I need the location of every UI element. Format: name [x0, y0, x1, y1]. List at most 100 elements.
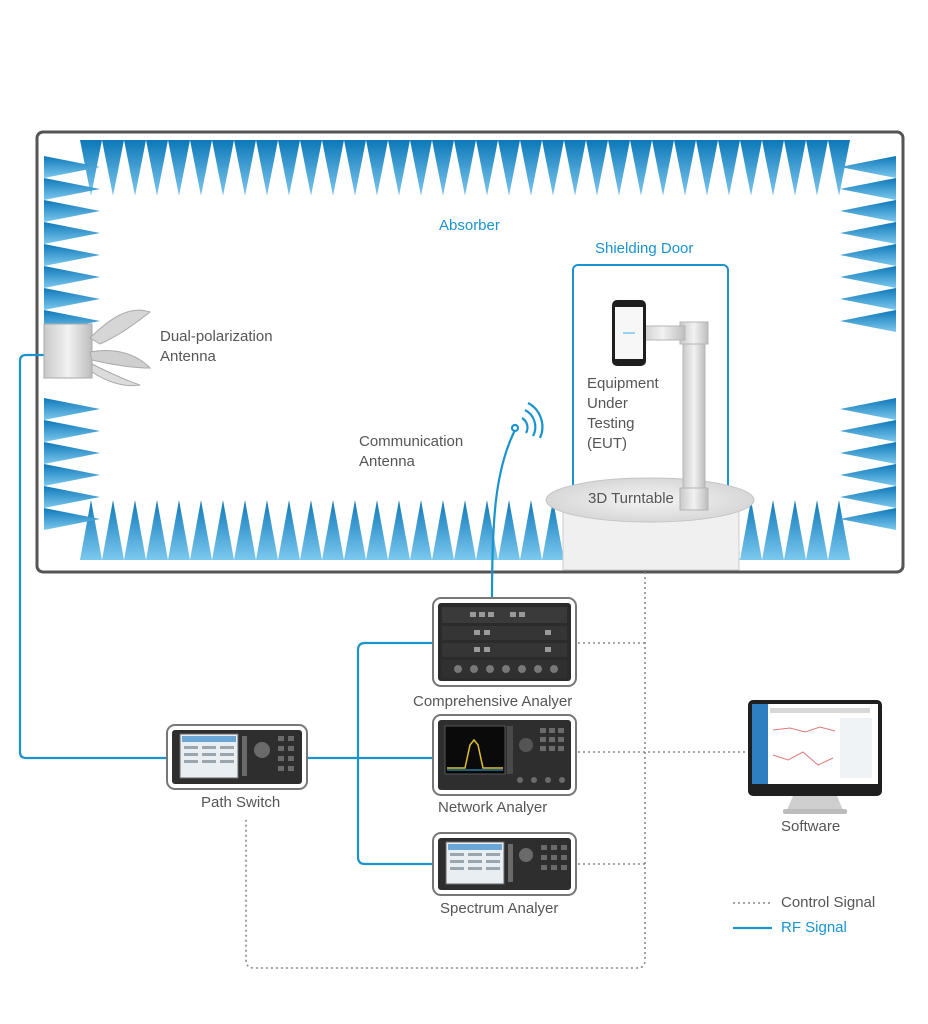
- absorber-spike: [806, 140, 828, 196]
- software-label: Software: [781, 818, 841, 835]
- absorber-spike: [168, 500, 190, 560]
- absorber-spike: [410, 500, 432, 560]
- absorber-spike: [828, 140, 850, 196]
- turntable-label: 3D Turntable: [588, 490, 674, 507]
- smartphone-icon: [612, 300, 646, 366]
- absorber-spike: [146, 500, 168, 560]
- absorber-spike: [322, 500, 344, 560]
- absorber-spike: [784, 500, 806, 560]
- absorber-spike: [674, 140, 696, 196]
- absorber-spike: [124, 500, 146, 560]
- network-analyzer-label: Network Analyer: [438, 799, 548, 816]
- absorber-spike: [608, 140, 630, 196]
- dual-antenna-label: Dual-polarization Antenna: [160, 328, 273, 365]
- absorber-spike: [454, 500, 476, 560]
- absorber-spike: [256, 500, 278, 560]
- comm-antenna-label: Communication Antenna: [359, 433, 464, 470]
- dual-polarization-horn-icon: [43, 309, 152, 387]
- absorber-left: [44, 156, 100, 530]
- spectrum-analyzer[interactable]: [432, 832, 577, 896]
- absorber-spike: [344, 140, 366, 196]
- legend: [733, 902, 772, 930]
- rf-line-comm-antenna: [490, 429, 516, 601]
- absorber-spike: [44, 464, 100, 486]
- network-analyzer[interactable]: [432, 714, 577, 796]
- absorber-spike: [784, 140, 806, 196]
- absorber-spike: [586, 140, 608, 196]
- absorber-spike: [234, 500, 256, 560]
- path-switch[interactable]: [166, 724, 308, 790]
- absorber-spike: [840, 310, 896, 332]
- turntable-arm: [639, 321, 709, 511]
- absorber-spike: [498, 500, 520, 560]
- spectrum-analyzer-label: Spectrum Analyer: [440, 900, 559, 917]
- absorber-spike: [762, 500, 784, 560]
- absorber-spike: [498, 140, 520, 196]
- absorber-spike: [190, 500, 212, 560]
- absorber-spike: [454, 140, 476, 196]
- absorber-spike: [278, 500, 300, 560]
- absorber-spike: [840, 266, 896, 288]
- absorber-spike: [102, 140, 124, 196]
- wireless-signal-icon: [510, 402, 544, 439]
- legend-rf-label: RF Signal: [781, 919, 847, 936]
- absorber-spike: [828, 500, 850, 560]
- absorber-spike: [102, 500, 124, 560]
- absorber-spike: [80, 500, 102, 560]
- absorber-spike: [44, 420, 100, 442]
- absorber-spike: [124, 140, 146, 196]
- absorber-spike: [840, 442, 896, 464]
- absorber-spike: [322, 140, 344, 196]
- absorber-spike: [840, 200, 896, 222]
- absorber-spike: [44, 156, 100, 178]
- absorber-spike: [840, 288, 896, 310]
- absorber-spike: [44, 222, 100, 244]
- absorber-spike: [840, 156, 896, 178]
- absorber-spike: [840, 420, 896, 442]
- absorber-spike: [44, 398, 100, 420]
- comprehensive-analyzer-label: Comprehensive Analyer: [413, 693, 573, 710]
- absorber-spike: [344, 500, 366, 560]
- absorber-spike: [520, 500, 542, 560]
- absorber-spike: [432, 500, 454, 560]
- absorber-spike: [520, 140, 542, 196]
- absorber-spike: [840, 398, 896, 420]
- absorber-spike: [630, 140, 652, 196]
- absorber-spike: [168, 140, 190, 196]
- absorber-spike: [806, 500, 828, 560]
- absorber-spike: [432, 140, 454, 196]
- rf-signal-lines: [18, 353, 516, 866]
- absorber-spike: [740, 500, 762, 560]
- legend-control-label: Control Signal: [781, 894, 876, 911]
- absorber-spike: [696, 140, 718, 196]
- control-signal-lines: [245, 572, 748, 969]
- absorber-spike: [840, 464, 896, 486]
- absorber-spike: [564, 140, 586, 196]
- absorber-spike: [476, 140, 498, 196]
- absorber-spike: [44, 288, 100, 310]
- absorber-spike: [740, 140, 762, 196]
- absorber-spike: [410, 140, 432, 196]
- absorber-right: [840, 156, 896, 530]
- absorber-spike: [234, 140, 256, 196]
- absorber-spike: [212, 500, 234, 560]
- absorber-spike: [762, 140, 784, 196]
- absorber-spike: [840, 178, 896, 200]
- absorber-spike: [652, 140, 674, 196]
- absorber-spike: [44, 178, 100, 200]
- absorber-spike: [840, 244, 896, 266]
- absorber-spike: [542, 140, 564, 196]
- comprehensive-analyzer[interactable]: [432, 597, 577, 687]
- absorber-spike: [256, 140, 278, 196]
- absorber-spike: [44, 244, 100, 266]
- absorber-spike: [44, 486, 100, 508]
- computer-monitor-icon[interactable]: [748, 700, 882, 814]
- rf-line-antenna-to-switch: [18, 353, 167, 760]
- eut-label: Equipment Under Testing (EUT): [587, 375, 659, 452]
- absorber-spike: [146, 140, 168, 196]
- absorber-spike: [190, 140, 212, 196]
- absorber-spike: [212, 140, 234, 196]
- absorber-spike: [388, 140, 410, 196]
- path-switch-label: Path Switch: [201, 794, 281, 811]
